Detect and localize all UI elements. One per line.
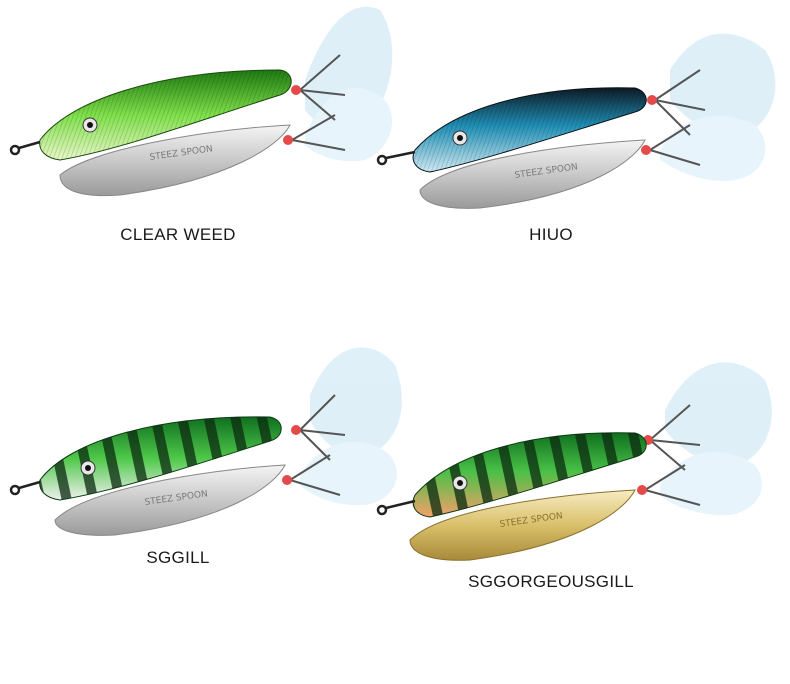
- lure-illustration: STEEZ SPOON: [9, 347, 402, 536]
- treble-hook: [291, 54, 346, 151]
- lure-illustration: STEEZ SPOON: [376, 362, 772, 561]
- product-image-sggill: STEEZ SPOON: [0, 335, 402, 550]
- product-image-clear-weed: STEEZ SPOON: [0, 0, 395, 220]
- lure-illustration: STEEZ SPOON: [376, 33, 776, 209]
- swivel: [9, 480, 41, 496]
- color-name-hiuo: HIUO: [529, 225, 573, 244]
- treble-hook: [644, 404, 701, 506]
- treble-hook: [289, 394, 346, 496]
- swivel: [376, 499, 416, 516]
- treble-hook: [649, 69, 706, 166]
- color-name-clear-weed: CLEAR WEED: [120, 225, 236, 244]
- color-name-sggill: SGGILL: [146, 548, 210, 567]
- feather-tassel: [305, 6, 393, 162]
- product-image-hiuo: STEEZ SPOON: [370, 0, 790, 220]
- lure-illustration: STEEZ SPOON: [9, 6, 393, 197]
- product-image-sggorgeousgill: STEEZ SPOON: [370, 345, 790, 570]
- feather-tassel: [660, 362, 772, 516]
- swivel: [376, 150, 416, 166]
- feather-tassel: [660, 33, 776, 181]
- color-name-sggorgeousgill: SGGORGEOUSGILL: [468, 572, 634, 591]
- swivel: [9, 140, 41, 156]
